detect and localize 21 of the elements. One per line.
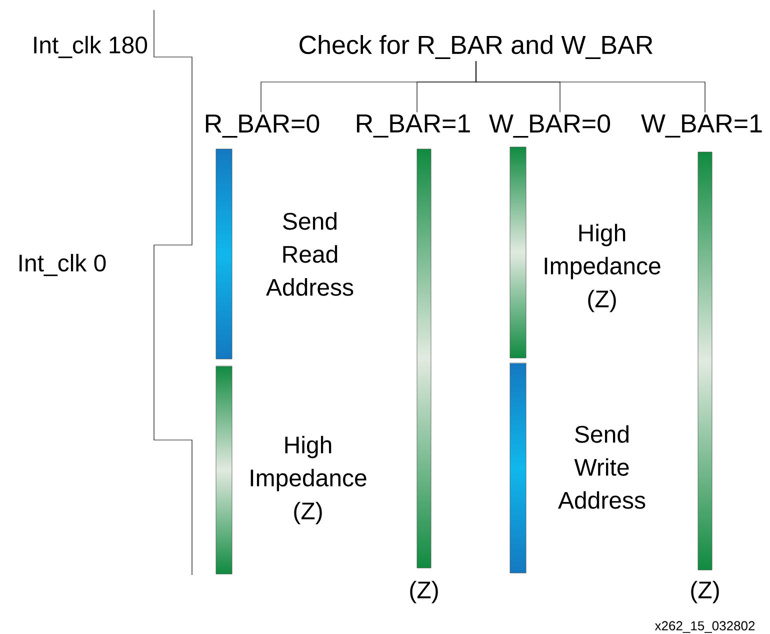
signal-bar <box>416 148 432 568</box>
clock-label: Int_clk 0 <box>20 254 106 276</box>
bar-caption: Send Write Address <box>558 425 646 509</box>
bar-caption: High Impedance (Z) <box>544 224 660 312</box>
condition-label: W_BAR=1 <box>641 114 762 138</box>
bracket-line <box>476 60 706 113</box>
bar-caption: (Z) <box>691 580 719 604</box>
bar-caption: Send Read Address <box>266 212 354 296</box>
condition-label: R_BAR=1 <box>356 114 470 138</box>
bar-caption: (Z) <box>410 580 438 604</box>
signal-bar <box>216 148 232 360</box>
clock-label: Int_clk 180 <box>34 36 148 58</box>
heading: Check for R_BAR and W_BAR <box>300 35 652 59</box>
condition-label: W_BAR=0 <box>489 114 610 138</box>
signal-bar <box>698 152 712 570</box>
figure-id: x262_15_032802 <box>654 621 755 633</box>
signal-bar <box>510 362 526 574</box>
signal-bar <box>510 146 526 358</box>
condition-label: R_BAR=0 <box>206 114 320 138</box>
signal-bar <box>216 366 232 574</box>
bar-caption: High Impedance (Z) <box>250 436 366 524</box>
